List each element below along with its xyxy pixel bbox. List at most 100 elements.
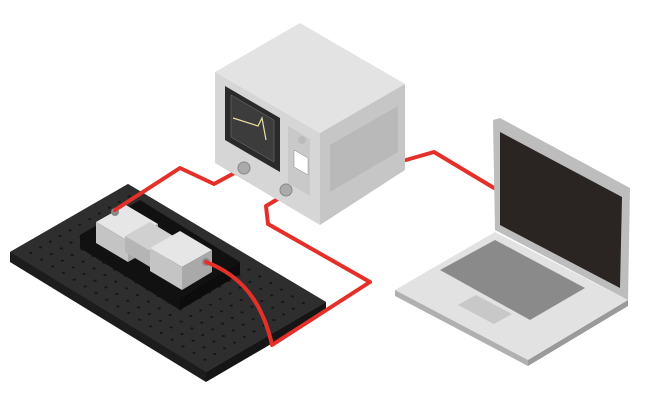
breadboard-hole xyxy=(78,223,82,226)
breadboard-hole xyxy=(38,246,43,249)
breadboard-hole xyxy=(247,268,251,271)
breadboard-hole xyxy=(210,316,214,318)
breadboard-hole xyxy=(272,319,276,321)
breadboard-hole xyxy=(279,288,284,291)
breadboard-hole xyxy=(179,320,183,323)
breadboard-hole xyxy=(126,299,130,302)
breadboard-hole xyxy=(232,341,237,344)
breadboard-hole xyxy=(170,338,174,341)
breadboard-hole xyxy=(231,329,235,332)
laptop-screen xyxy=(500,132,622,288)
breadboard-hole xyxy=(252,330,256,333)
breadboard-hole xyxy=(218,298,222,300)
breadboard-hole xyxy=(241,323,245,326)
breadboard-hole xyxy=(136,306,141,309)
breadboard-hole xyxy=(61,272,65,274)
breadboard-hole xyxy=(202,346,206,349)
breadboard-hole xyxy=(148,325,153,328)
breadboard-hole xyxy=(271,306,275,309)
breadboard-hole xyxy=(251,318,255,320)
breadboard-hole xyxy=(169,326,173,329)
breadboard-hole xyxy=(282,313,286,316)
breadboard-hole xyxy=(94,292,98,294)
touchpad xyxy=(458,295,512,324)
breadboard-hole xyxy=(82,273,86,275)
breadboard-hole xyxy=(127,312,131,314)
breadboard-hole xyxy=(58,235,62,237)
cable-usb xyxy=(404,150,496,190)
breadboard-hole xyxy=(190,327,194,330)
breadboard-hole xyxy=(159,332,163,334)
breadboard-hole xyxy=(220,322,225,325)
breadboard-hole xyxy=(203,358,207,361)
breadboard-hole xyxy=(223,347,227,350)
breadboard-hole xyxy=(199,309,203,312)
breadboard-hole xyxy=(83,285,87,288)
breadboard-hole xyxy=(270,294,274,297)
breadboard-hole xyxy=(103,274,107,276)
breadboard-hole xyxy=(221,335,226,337)
breadboard-hole xyxy=(68,229,72,232)
breadboard-hole xyxy=(259,287,263,290)
breadboard-hole xyxy=(219,310,224,313)
network-analyzer xyxy=(215,23,405,225)
breadboard-hole xyxy=(258,275,262,278)
breadboard-hole xyxy=(229,304,233,307)
breadboard-hole xyxy=(71,266,75,269)
breadboard-hole xyxy=(29,252,33,254)
breadboard-hole xyxy=(212,340,216,343)
breadboard-hole xyxy=(49,253,54,255)
breadboard-hole xyxy=(230,317,234,319)
cable-port2 xyxy=(204,191,372,347)
breadboard-hole xyxy=(238,286,242,289)
breadboard-hole xyxy=(92,267,96,270)
device-under-test xyxy=(80,200,240,310)
breadboard-hole xyxy=(291,307,296,310)
breadboard-hole xyxy=(192,352,196,354)
breadboard-hole xyxy=(117,201,121,203)
breadboard-hole xyxy=(200,321,204,324)
breadboard-hole xyxy=(213,353,217,355)
breadboard-hole xyxy=(240,311,244,314)
breadboard-hole xyxy=(135,294,140,296)
breadboard-hole xyxy=(115,293,119,295)
breadboard-hole xyxy=(40,258,44,261)
breadboard-hole xyxy=(158,319,162,322)
laptop xyxy=(395,118,630,366)
breadboard-hole xyxy=(250,305,254,308)
breadboard-hole xyxy=(147,313,152,315)
breadboard-hole xyxy=(69,241,73,244)
breadboard-hole xyxy=(107,206,111,209)
cable-port1 xyxy=(113,166,242,212)
breadboard-hole xyxy=(127,195,131,198)
breadboard-hole xyxy=(239,299,243,301)
breadboard-hole xyxy=(97,212,102,215)
breadboard-hole xyxy=(168,314,172,316)
breadboard-hole xyxy=(157,307,161,310)
breadboard-hole xyxy=(180,333,184,335)
breadboard-hole xyxy=(104,286,108,289)
breadboard-hole xyxy=(125,287,129,290)
breadboard-hole xyxy=(260,300,264,302)
breadboard-hole xyxy=(242,336,246,338)
keyboard xyxy=(440,240,585,320)
breadboard-hole xyxy=(81,260,85,263)
breadboard-hole xyxy=(60,259,64,262)
breadboard-hole xyxy=(88,218,92,220)
breadboard-hole xyxy=(138,318,142,321)
breadboard-hole xyxy=(105,298,109,301)
breadboard-hole xyxy=(181,345,185,348)
breadboard-hole xyxy=(201,334,205,336)
breadboard-hole xyxy=(301,302,305,304)
breadboard-hole xyxy=(50,265,55,268)
breadboard-hole xyxy=(59,247,63,250)
breadboard-hole xyxy=(211,328,215,331)
breadboard-hole xyxy=(116,305,120,308)
breadboard-hole xyxy=(48,240,52,243)
breadboard-hole xyxy=(72,278,76,281)
breadboard-hole xyxy=(70,254,74,256)
rf-cables xyxy=(113,150,496,347)
breadboard-hole xyxy=(269,282,273,284)
